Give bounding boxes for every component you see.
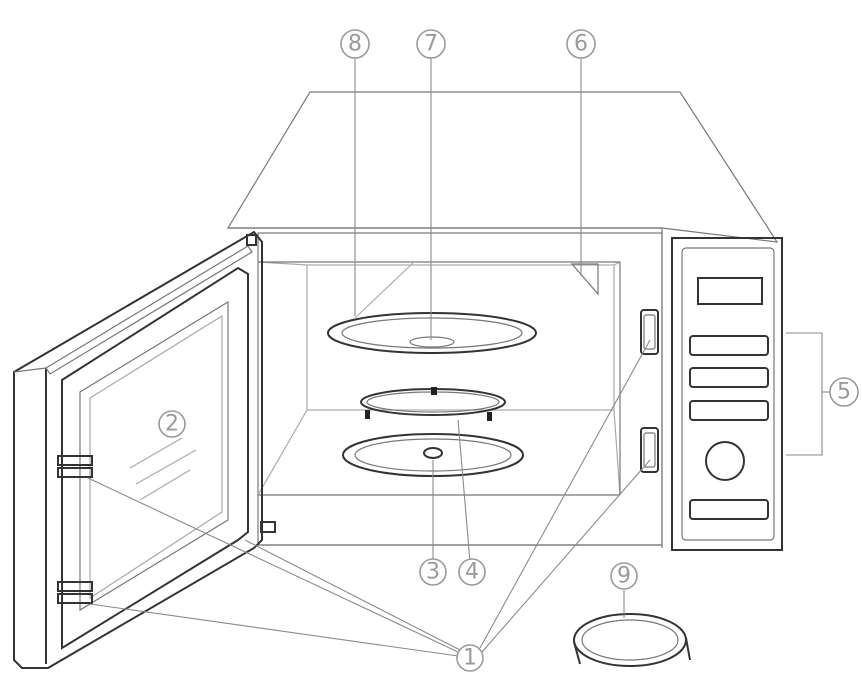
oven-body <box>226 91 779 548</box>
callout-9: 9 <box>610 562 638 590</box>
callout-label: 2 <box>165 412 179 437</box>
callout-7: 7 <box>416 29 446 59</box>
interlock-latches <box>640 309 659 473</box>
cavity-back-wall <box>306 264 615 411</box>
callout-2: 2 <box>158 410 186 438</box>
callout-4: 4 <box>458 558 486 586</box>
callout-label: 3 <box>426 560 440 585</box>
waveguide-cover <box>570 263 599 296</box>
roller-ring <box>360 387 506 421</box>
oven-door <box>13 230 276 669</box>
callout-label: 9 <box>617 564 631 589</box>
callout-3: 3 <box>419 558 447 586</box>
turntable-shaft <box>423 447 443 459</box>
callout-label: 8 <box>348 32 362 57</box>
callout-label: 4 <box>465 560 479 585</box>
callout-label: 1 <box>463 646 477 671</box>
glass-tray <box>327 312 537 354</box>
control-knob <box>705 441 745 481</box>
door-latch-hooks <box>57 455 93 604</box>
callout-5: 5 <box>829 377 859 407</box>
door-window <box>79 300 229 612</box>
control-panel-housing <box>671 237 783 551</box>
control-button <box>689 335 769 356</box>
callout-label: 6 <box>574 32 588 57</box>
callout-label: 5 <box>837 380 851 405</box>
control-button <box>689 499 769 520</box>
control-panel <box>671 237 783 551</box>
control-button <box>689 400 769 421</box>
callout-8: 8 <box>340 29 370 59</box>
oven-top <box>226 91 779 243</box>
control-button <box>689 367 769 388</box>
callout-1: 1 <box>456 644 484 672</box>
leader-lines <box>87 58 830 657</box>
callout-label: 7 <box>424 32 438 57</box>
roller-ring-accessory <box>573 613 691 667</box>
display-window <box>697 277 763 305</box>
callout-6: 6 <box>566 29 596 59</box>
